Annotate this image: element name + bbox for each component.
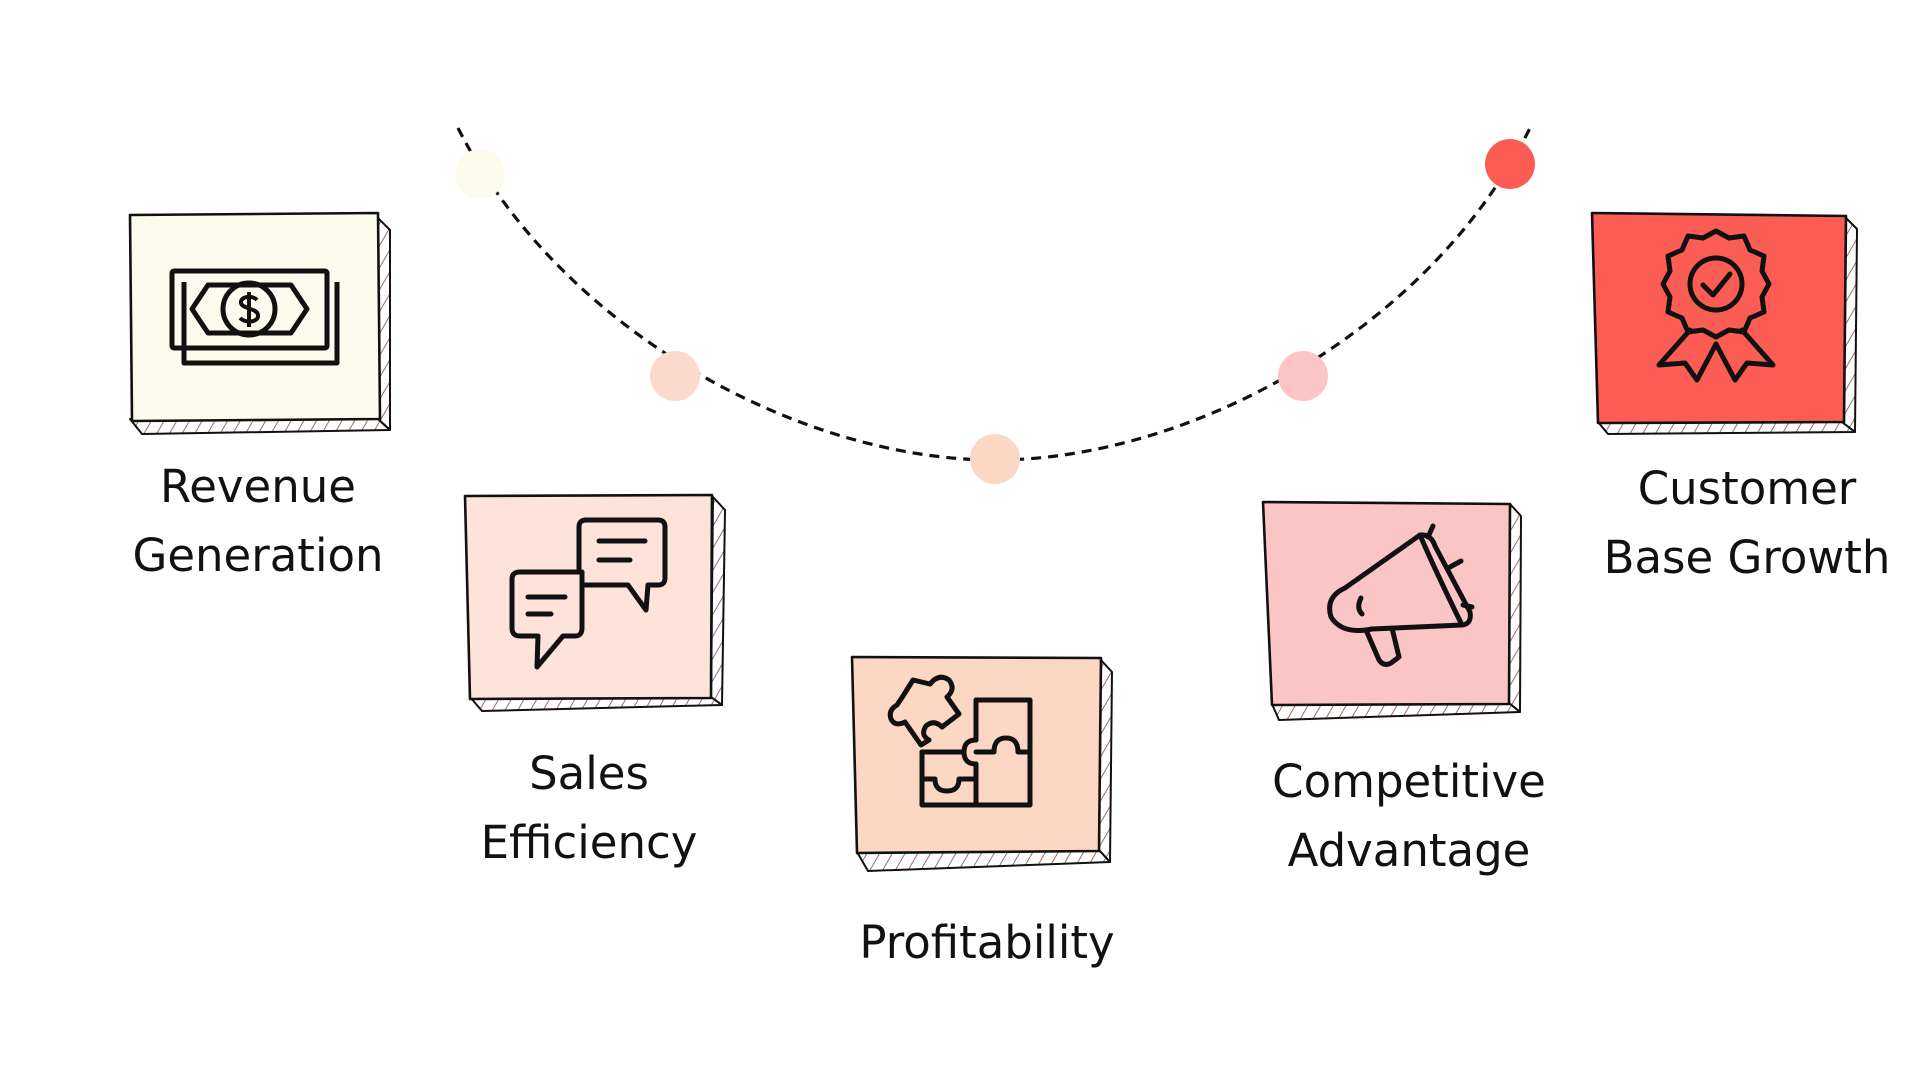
card-profit	[850, 655, 1113, 872]
card-revenue	[128, 211, 391, 435]
label-sales-line2: Efficiency	[480, 816, 698, 869]
puzzle-icon	[887, 674, 1033, 808]
arc-dot-revenue	[455, 149, 505, 199]
card-face	[1261, 500, 1512, 707]
card-face	[463, 493, 714, 701]
label-competitive: Competitive Advantage	[1252, 747, 1566, 885]
card-face	[128, 211, 382, 423]
arc-dot-sales	[650, 351, 700, 401]
label-revenue-line2: Generation	[132, 529, 384, 582]
dashed-arc	[456, 127, 1532, 462]
label-customer: Customer Base Growth	[1586, 454, 1908, 592]
card-face	[850, 655, 1103, 855]
label-customer-line1: Customer	[1637, 462, 1857, 515]
label-competitive-line1: Competitive	[1272, 755, 1546, 808]
megaphone-icon	[1327, 523, 1475, 667]
chat-bubbles-icon	[509, 517, 668, 670]
label-sales: Sales Efficiency	[464, 739, 714, 877]
label-revenue: Revenue Generation	[117, 452, 399, 590]
card-competitive	[1261, 500, 1522, 721]
card-face	[1590, 211, 1848, 425]
card-customer	[1590, 211, 1858, 435]
label-revenue-line1: Revenue	[160, 460, 356, 513]
arc-dot-competitive	[1278, 351, 1328, 401]
card-sales	[463, 493, 726, 712]
label-profit-line1: Profitability	[859, 916, 1115, 969]
arc-dot-profit	[970, 434, 1020, 484]
money-bill-icon	[169, 268, 340, 366]
arc-dot-customer	[1485, 139, 1535, 189]
label-customer-line2: Base Growth	[1603, 531, 1891, 584]
label-profit: Profitability	[837, 908, 1137, 977]
label-sales-line1: Sales	[529, 747, 649, 800]
label-competitive-line2: Advantage	[1287, 824, 1531, 877]
award-ribbon-icon	[1656, 228, 1776, 383]
